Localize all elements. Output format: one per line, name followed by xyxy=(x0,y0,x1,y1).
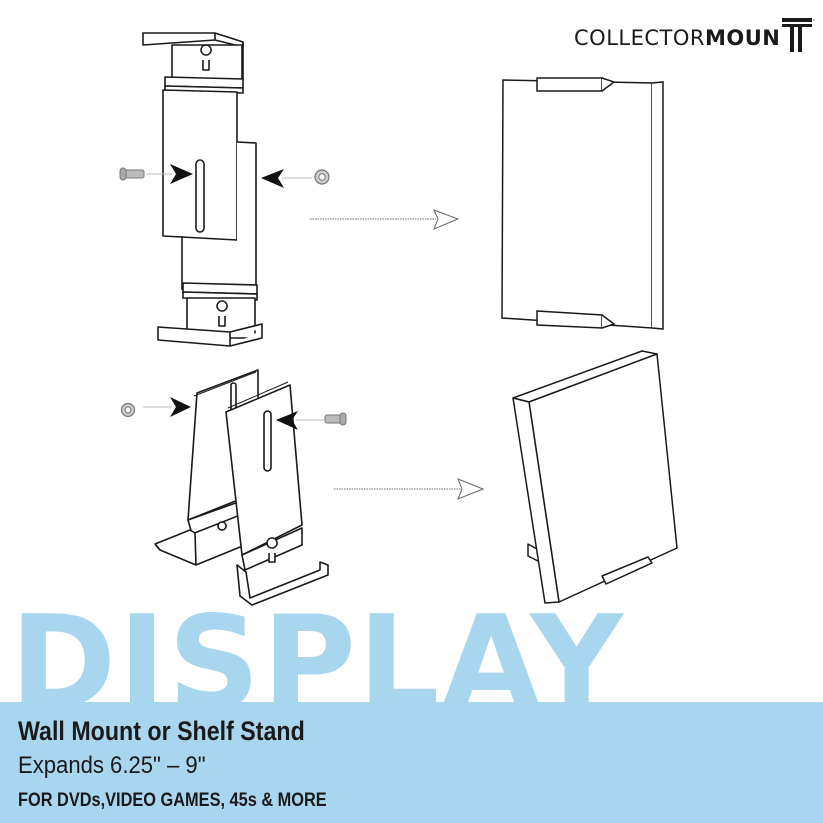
insert-arrow-icon xyxy=(170,164,193,184)
svg-text:™: ™ xyxy=(812,19,815,25)
result-arrow-icon xyxy=(334,478,485,500)
insert-arrow-icon xyxy=(170,397,191,417)
wall-mounted-case-illustration xyxy=(501,77,664,330)
info-banner: Wall Mount or Shelf Stand Expands 6.25" … xyxy=(0,702,823,823)
screw-icon xyxy=(324,412,347,426)
display-headline: DISPLAY xyxy=(10,600,625,702)
brand-name-light: COLLECTOR xyxy=(574,26,705,50)
insert-arrow-icon xyxy=(276,411,298,430)
shelf-standing-case-illustration xyxy=(512,350,678,604)
brand-name-bold: MOUN xyxy=(704,26,781,50)
banner-footer: FOR DVDs,VIDEO GAMES, 45s & MORE xyxy=(18,790,327,811)
brand-t-mark-icon: ™ xyxy=(782,18,815,52)
insert-arrow-icon xyxy=(261,169,284,188)
banner-title: Wall Mount or Shelf Stand xyxy=(18,716,305,746)
shelf-stand-illustration xyxy=(154,369,329,606)
screw-icon xyxy=(119,167,145,181)
result-arrow-icon xyxy=(310,209,460,230)
banner-subtitle: Expands 6.25" – 9" xyxy=(18,752,206,779)
instruction-illustrations xyxy=(119,32,678,606)
nut-icon xyxy=(314,169,330,185)
nut-icon xyxy=(120,402,136,418)
wall-mount-bracket-illustration xyxy=(142,32,263,347)
